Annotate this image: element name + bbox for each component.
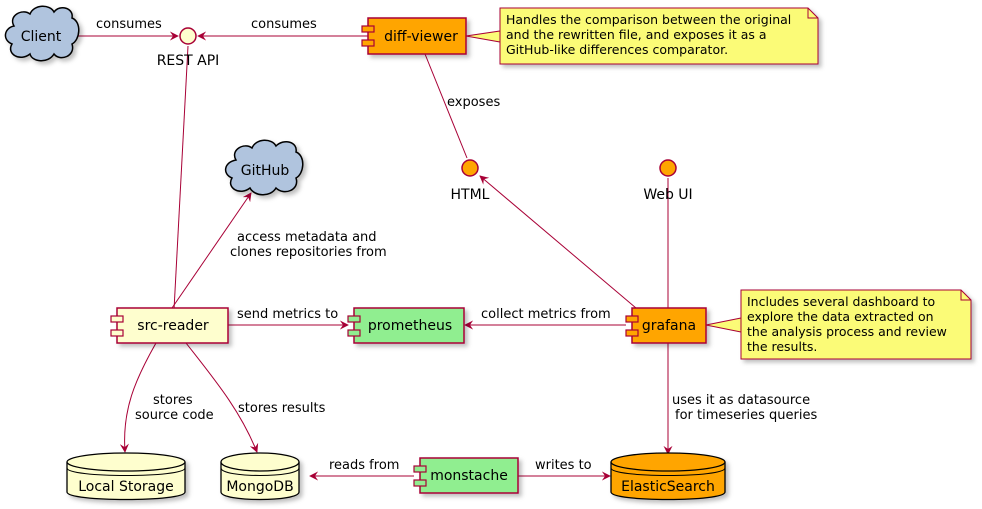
note-grafana-line4: the results.	[747, 339, 817, 354]
label-stores-source-line1: stores	[153, 393, 193, 408]
database-mongodb-body	[220, 462, 300, 501]
database-elasticsearch-label: ElasticSearch	[621, 479, 715, 495]
note-diff-viewer-line1: Handles the comparison between the origi…	[506, 12, 791, 27]
label-writes-to: writes to	[535, 458, 592, 473]
component-grafana-port-top	[625, 315, 639, 323]
label-github-access-line1: access metadata and	[237, 230, 377, 245]
interface-web-ui-circle	[659, 159, 677, 177]
component-src-reader-box	[116, 307, 229, 344]
component-prometheus-port-bottom	[347, 329, 361, 337]
label-reads-from: reads from	[329, 458, 399, 473]
edges	[76, 31, 673, 481]
component-diff-viewer-box	[367, 17, 467, 55]
component-diff-viewer-port-bottom	[361, 39, 375, 47]
database-local-storage-label: Local Storage	[78, 479, 174, 495]
note-grafana-box	[740, 289, 972, 360]
component-prometheus-box	[353, 307, 465, 344]
cloud-github: GitHub	[224, 139, 304, 196]
database-local-storage-body	[66, 462, 186, 501]
edge-src-reader-github	[171, 192, 252, 309]
component-grafana-port-bottom	[625, 329, 639, 337]
label-exposes: exposes	[447, 95, 500, 110]
component-src-reader-port-bottom	[110, 329, 124, 337]
component-grafana-box	[631, 307, 707, 344]
note-diff-viewer-pointer	[465, 30, 501, 43]
interface-html-circle	[461, 159, 479, 177]
database-elasticsearch-body	[610, 462, 726, 501]
component-grafana-label: grafana	[642, 318, 696, 334]
note-grafana-fold	[960, 290, 971, 301]
interface-html-label: HTML	[451, 187, 490, 203]
note-diff-viewer-box	[499, 7, 819, 65]
label-diffviewer-consumes: consumes	[251, 17, 317, 32]
database-mongodb-rim	[220, 467, 300, 477]
component-monstache: monstache	[413, 457, 519, 494]
label-datasource-line2: for timeseries queries	[675, 408, 817, 423]
label-stores-source-line2: source code	[135, 408, 214, 423]
label-datasource-line1: uses it as datasource	[672, 393, 810, 408]
label-github-access-line2: clones repositories from	[230, 245, 387, 260]
component-prometheus: prometheus	[347, 307, 465, 344]
note-diff-viewer-line2: and the rewritten file, and exposes it a…	[506, 27, 767, 42]
cloud-github-shape	[224, 139, 304, 196]
edge-rest-api-src-reader	[173, 45, 189, 311]
component-monstache-box	[419, 457, 519, 494]
cloud-client: Client	[4, 5, 80, 62]
label-stores-results: stores results	[238, 401, 326, 416]
cloud-client-shape	[4, 5, 80, 62]
database-elasticsearch: ElasticSearch	[610, 452, 726, 501]
note-diff-viewer: Handles the comparison between the origi…	[465, 7, 819, 65]
database-mongodb: MongoDB	[220, 452, 300, 501]
interface-rest-api-circle	[179, 27, 197, 45]
label-send-metrics: send metrics to	[237, 307, 338, 322]
database-mongodb-label: MongoDB	[226, 479, 293, 495]
label-client-consumes: consumes	[96, 17, 162, 32]
edge-labels: consumes consumes exposes access metadat…	[96, 17, 817, 473]
database-mongodb-top	[220, 452, 300, 472]
database-elasticsearch-rim	[610, 467, 726, 477]
label-collect-metrics: collect metrics from	[481, 307, 611, 322]
note-grafana-pointer	[705, 317, 742, 333]
edge-src-reader-local-storage	[119, 342, 157, 453]
component-diff-viewer-port-top	[361, 25, 375, 33]
component-grafana: grafana	[625, 307, 707, 344]
interface-web-ui: Web UI	[643, 159, 693, 203]
interface-rest-api-label: REST API	[157, 53, 220, 69]
interface-web-ui-label: Web UI	[643, 187, 692, 203]
note-diff-viewer-fold	[807, 8, 818, 19]
note-grafana-line3: the analysis process and review	[747, 324, 947, 339]
edge-src-reader-mongodb	[185, 342, 259, 453]
note-grafana: Includes several dashboard to explore th…	[705, 289, 972, 360]
note-grafana-line2: explore the data extracted on	[747, 309, 934, 324]
database-elasticsearch-top	[610, 452, 726, 472]
note-diff-viewer-line3: GitHub-like differences comparator.	[506, 42, 728, 57]
edge-grafana-html	[479, 175, 637, 309]
database-local-storage-top	[66, 452, 186, 472]
component-monstache-label: monstache	[430, 468, 508, 484]
interface-rest-api: REST API	[157, 27, 220, 69]
component-src-reader: src-reader	[110, 307, 229, 344]
database-local-storage: Local Storage	[66, 452, 186, 501]
interface-html: HTML	[451, 159, 490, 203]
cloud-client-label: Client	[21, 29, 62, 45]
component-diff-viewer-label: diff-viewer	[384, 29, 458, 45]
component-prometheus-label: prometheus	[368, 318, 452, 334]
component-monstache-port-top	[413, 465, 427, 473]
component-prometheus-port-top	[347, 315, 361, 323]
database-local-storage-rim	[66, 467, 186, 477]
component-diff-viewer: diff-viewer	[361, 17, 467, 55]
cloud-github-label: GitHub	[241, 163, 290, 179]
note-grafana-line1: Includes several dashboard to	[747, 294, 935, 309]
component-monstache-port-bottom	[413, 479, 427, 487]
edge-diffviewer-html	[424, 53, 468, 159]
component-src-reader-port-top	[110, 315, 124, 323]
component-src-reader-label: src-reader	[137, 318, 209, 334]
